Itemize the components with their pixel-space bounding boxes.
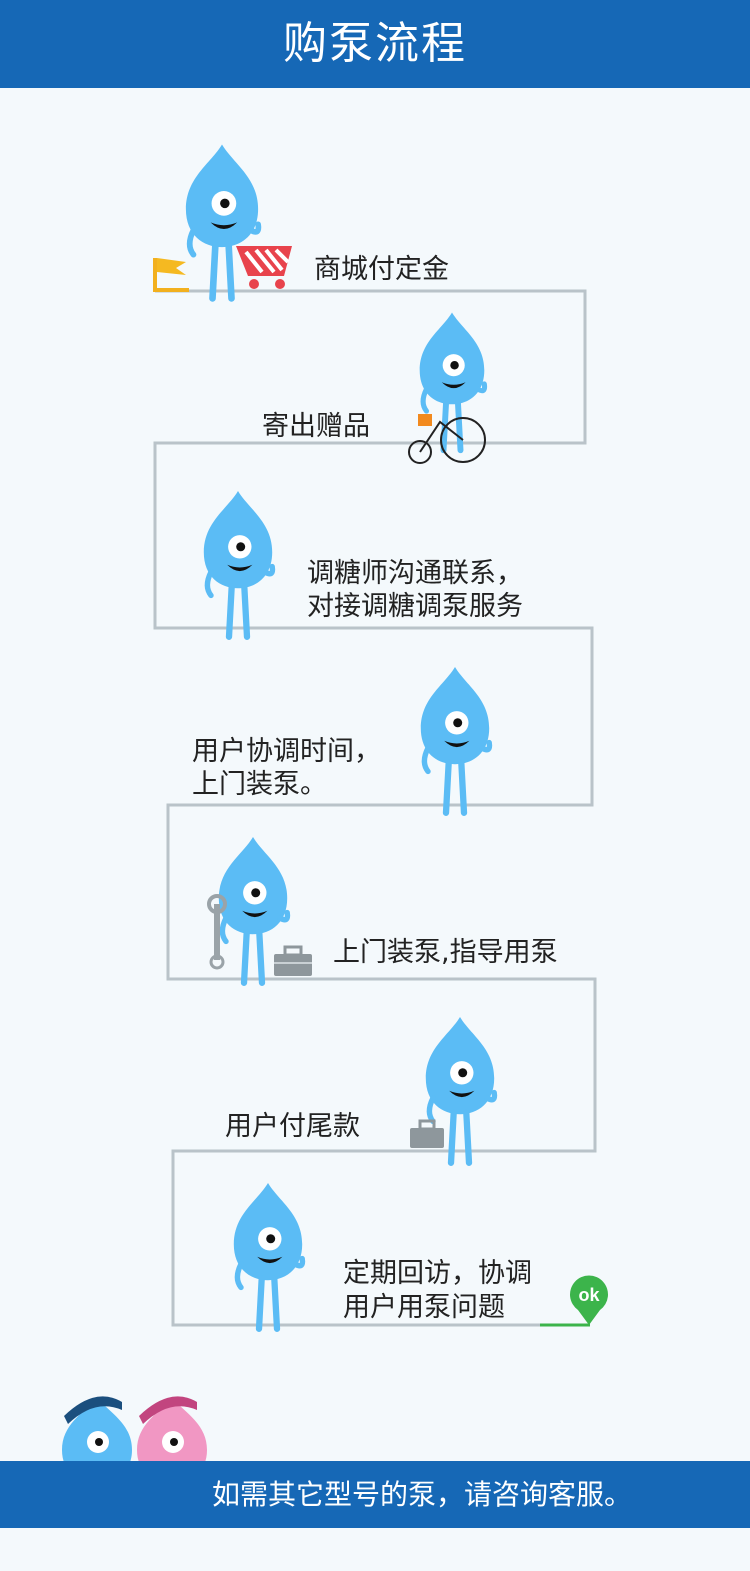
start-flag-icon	[153, 258, 189, 292]
ok-badge-icon: ok	[569, 1275, 608, 1325]
wrench-icon	[207, 894, 227, 970]
briefcase-icon	[410, 1119, 444, 1148]
ok-badge-label: ok	[578, 1285, 600, 1305]
mascot-with-cart	[186, 145, 259, 299]
mascot-waving	[204, 491, 273, 637]
step-3-label-line-1: 调糖师沟通联系，	[307, 558, 523, 589]
page-title: 购泵流程	[283, 18, 467, 69]
step-5-label: 上门装泵,指导用泵	[333, 937, 558, 968]
step-4-label-line-1: 用户协调时间，	[192, 736, 381, 767]
mascot-waving-3	[234, 1183, 303, 1329]
footer-contact-text: 如需其它型号的泵，请咨询客服。	[212, 1478, 633, 1511]
footer-bar	[0, 1461, 750, 1528]
step-6-label: 用户付尾款	[225, 1111, 360, 1142]
step-2-label: 寄出赠品	[262, 411, 370, 442]
bicycle-icon	[408, 414, 486, 464]
toolbox-icon	[274, 945, 312, 976]
header-bar	[0, 0, 750, 88]
process-path	[153, 289, 597, 1327]
mascot-waving-2	[421, 667, 490, 813]
step-7-label-line-2: 用户用泵问题	[343, 1292, 505, 1323]
step-3-label-line-2: 对接调糖调泵服务	[307, 591, 523, 622]
shopping-cart-icon	[236, 246, 292, 289]
step-7-label-line-1: 定期回访，协调	[343, 1258, 532, 1289]
step-1-label: 商城付定金	[314, 254, 449, 285]
step-4-label-line-2: 上门装泵。	[192, 769, 327, 800]
mascot-on-bicycle	[420, 313, 485, 451]
